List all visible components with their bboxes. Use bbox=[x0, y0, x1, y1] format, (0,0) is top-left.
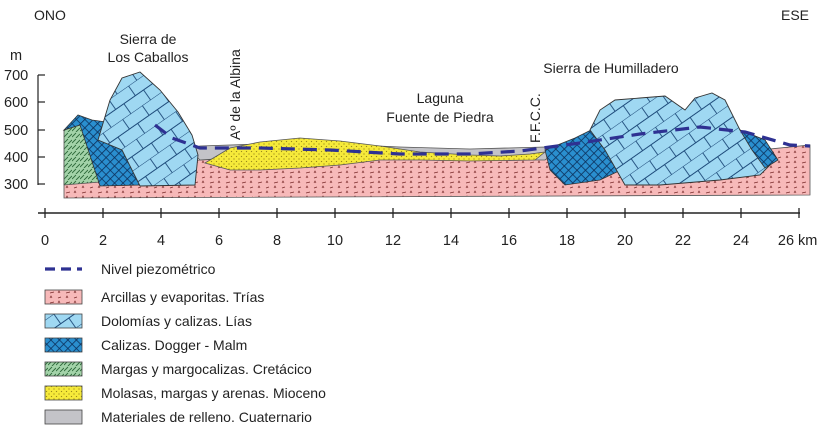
label-laguna-line1: Laguna bbox=[417, 90, 464, 106]
legend-label: Materiales de relleno. Cuaternario bbox=[101, 409, 312, 425]
legend-item: Molasas, margas y arenas. Mioceno bbox=[45, 385, 326, 401]
lias-swatch-icon bbox=[45, 314, 82, 328]
x-tick-24: 24 bbox=[733, 233, 749, 249]
dogger-swatch-icon bbox=[45, 338, 82, 352]
y-tick-700: 700 bbox=[4, 68, 28, 84]
x-tick-0: 0 bbox=[41, 233, 49, 249]
y-tick-600: 600 bbox=[4, 95, 28, 111]
x-tick-8: 8 bbox=[273, 233, 281, 249]
legend-label: Molasas, margas y arenas. Mioceno bbox=[101, 385, 326, 401]
legend-label: Calizas. Dogger - Malm bbox=[101, 337, 247, 353]
horizontal-axis: 0 2 4 6 8 10 12 14 16 18 20 22 24 26 km bbox=[38, 208, 817, 249]
vertical-axis-unit: m bbox=[10, 48, 22, 64]
label-sierra-caballos-line1: Sierra de bbox=[120, 31, 177, 47]
label-arroyo-albina: Aº de la Albina bbox=[227, 49, 243, 140]
cretacico-swatch-icon bbox=[45, 362, 82, 376]
x-tick-20: 20 bbox=[617, 233, 633, 249]
legend-item: Materiales de relleno. Cuaternario bbox=[45, 409, 312, 425]
label-sierra-caballos-line2: Los Caballos bbox=[108, 49, 189, 65]
label-ffcc: F.F.C.C. bbox=[527, 93, 543, 143]
x-tick-16: 16 bbox=[501, 233, 517, 249]
y-tick-300: 300 bbox=[4, 177, 28, 193]
x-tick-4: 4 bbox=[157, 233, 165, 249]
vertical-axis: m 700 600 500 400 300 bbox=[4, 48, 45, 193]
legend-label: Margas y margocalizas. Cretácico bbox=[101, 361, 312, 377]
legend-item: Margas y margocalizas. Cretácico bbox=[45, 361, 312, 377]
legend-label: Nivel piezométrico bbox=[101, 261, 216, 277]
legend-item: Calizas. Dogger - Malm bbox=[45, 337, 247, 353]
orientation-east: ESE bbox=[781, 7, 809, 23]
legend-item: Nivel piezométrico bbox=[45, 261, 216, 277]
trias-swatch-icon bbox=[45, 290, 82, 304]
y-tick-400: 400 bbox=[4, 150, 28, 166]
x-tick-18: 18 bbox=[559, 233, 575, 249]
label-laguna-line2: Fuente de Piedra bbox=[386, 109, 494, 125]
x-tick-26: 26 bbox=[778, 233, 794, 249]
legend: Nivel piezométrico Arcillas y evaporitas… bbox=[45, 261, 326, 425]
x-tick-2: 2 bbox=[99, 233, 107, 249]
x-tick-6: 6 bbox=[215, 233, 223, 249]
legend-label: Arcillas y evaporitas. Trías bbox=[101, 289, 264, 305]
x-tick-10: 10 bbox=[327, 233, 343, 249]
orientation-west: ONO bbox=[34, 7, 66, 23]
cuaternario-swatch-icon bbox=[45, 410, 82, 424]
horizontal-axis-unit: km bbox=[798, 233, 817, 249]
legend-item: Arcillas y evaporitas. Trías bbox=[45, 289, 264, 305]
mioceno-swatch-icon bbox=[45, 386, 82, 400]
legend-item: Dolomías y calizas. Lías bbox=[45, 313, 252, 329]
y-tick-500: 500 bbox=[4, 123, 28, 139]
x-tick-22: 22 bbox=[675, 233, 691, 249]
label-sierra-humilladero: Sierra de Humilladero bbox=[543, 60, 679, 76]
x-tick-14: 14 bbox=[443, 233, 459, 249]
legend-label: Dolomías y calizas. Lías bbox=[101, 313, 252, 329]
x-tick-12: 12 bbox=[385, 233, 401, 249]
